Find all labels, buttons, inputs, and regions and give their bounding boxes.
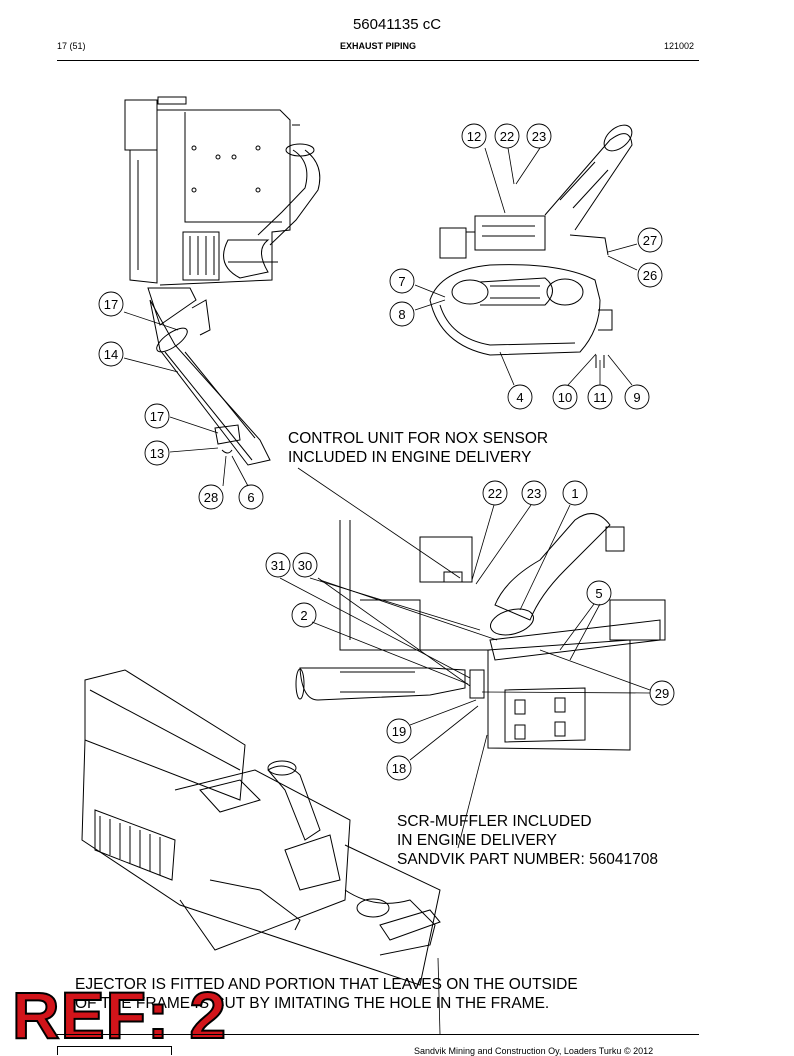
header-divider (57, 60, 699, 61)
callout-label: 23 (527, 486, 541, 501)
note-line: SANDVIK PART NUMBER: 56041708 (397, 851, 659, 868)
callout-label: 11 (593, 390, 607, 405)
callout-label: 10 (558, 390, 572, 405)
callout-label: 18 (392, 761, 406, 776)
document-number: 56041135 cC (352, 16, 442, 33)
note-ejector: EJECTOR IS FITTED AND PORTION THAT LEAVE… (75, 975, 578, 1013)
callout-label: 22 (488, 486, 502, 501)
callout-label: 23 (532, 129, 546, 144)
document-date: 121002 (664, 41, 695, 51)
note-scr-muffler: SCR-MUFFLER INCLUDED IN ENGINE DELIVERY … (397, 812, 658, 869)
callout-label: 4 (516, 390, 523, 405)
note-line: OF THE FRAME IS CUT BY IMITATING THE HOL… (75, 995, 550, 1012)
ref-stamp: REF: 2 (11, 978, 228, 1052)
note-line: INCLUDED IN ENGINE DELIVERY (288, 449, 532, 466)
callout-label: 7 (398, 274, 405, 289)
callout-numbers: 12 22 23 27 26 7 8 4 10 11 9 17 14 17 13… (104, 129, 669, 776)
view-muffler-bracket (429, 124, 633, 368)
note-control-unit: CONTROL UNIT FOR NOX SENSOR INCLUDED IN … (288, 429, 548, 467)
callout-label: 22 (500, 129, 514, 144)
footer-divider (57, 1034, 699, 1035)
callout-label: 13 (150, 446, 164, 461)
note-line: EJECTOR IS FITTED AND PORTION THAT LEAVE… (75, 976, 578, 993)
page-count: 17 (51) (57, 41, 86, 51)
note-line: CONTROL UNIT FOR NOX SENSOR (288, 430, 549, 447)
callout-label: 17 (150, 409, 164, 424)
note-line: SCR-MUFFLER INCLUDED (397, 813, 592, 830)
callout-label: 8 (398, 307, 405, 322)
callout-label: 28 (204, 490, 218, 505)
callout-label: 29 (655, 686, 669, 701)
callout-label: 17 (104, 297, 118, 312)
view-scr-assembly (295, 513, 666, 751)
callout-label: 1 (571, 486, 578, 501)
note-line: IN ENGINE DELIVERY (397, 832, 557, 849)
callout-balloons (98, 123, 675, 781)
sandvik-logo (57, 1046, 172, 1055)
footer-copyright: Sandvik Mining and Construction Oy, Load… (414, 1046, 654, 1056)
view-engine-side (124, 96, 321, 466)
leader-lines (123, 147, 651, 1035)
callout-label: 5 (595, 586, 602, 601)
callout-label: 2 (300, 608, 307, 623)
view-machine-isometric (81, 669, 441, 986)
callout-label: 31 (271, 558, 285, 573)
section-title: EXHAUST PIPING (339, 41, 416, 51)
callout-label: 14 (104, 347, 118, 362)
callout-label: 9 (633, 390, 640, 405)
callout-label: 19 (392, 724, 406, 739)
callout-label: 12 (467, 129, 481, 144)
callout-label: 6 (247, 490, 254, 505)
callout-label: 30 (298, 558, 312, 573)
callout-label: 26 (643, 268, 657, 283)
callout-label: 27 (643, 233, 657, 248)
